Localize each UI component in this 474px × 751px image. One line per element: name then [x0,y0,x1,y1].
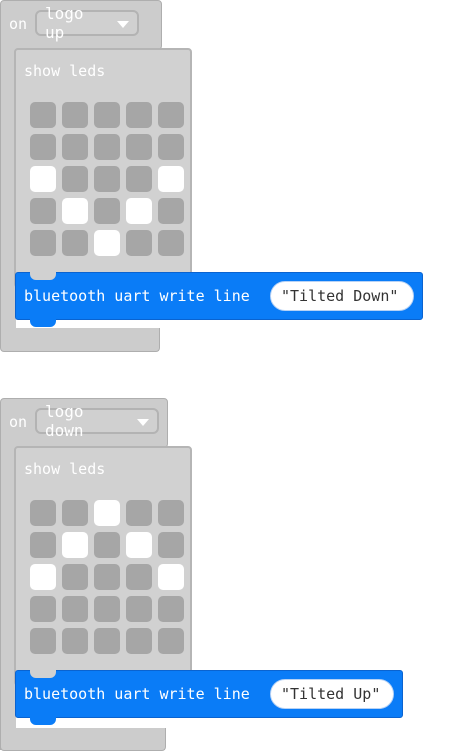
led-r1-c0[interactable] [30,134,56,160]
led-r0-c0[interactable] [30,500,56,526]
show-leds-block[interactable]: show leds [14,446,192,686]
led-r3-c3[interactable] [126,198,152,224]
led-r1-c3[interactable] [126,532,152,558]
led-r2-c4[interactable] [158,564,184,590]
led-r4-c2[interactable] [94,628,120,654]
led-r0-c4[interactable] [158,500,184,526]
led-grid [30,102,184,256]
led-r4-c1[interactable] [62,230,88,256]
event-block-footer [0,328,160,352]
led-r3-c3[interactable] [126,596,152,622]
block-tab [30,319,56,327]
gesture-dropdown[interactable]: logo up [35,4,139,42]
chevron-down-icon [137,418,149,426]
string-value: Tilted Up [290,685,372,703]
quote-close: " [389,287,399,305]
led-r3-c2[interactable] [94,596,120,622]
led-r0-c3[interactable] [126,500,152,526]
on-logo-down-event-block[interactable]: on logo down [0,398,168,448]
led-r1-c4[interactable] [158,532,184,558]
led-r2-c0[interactable] [30,564,56,590]
led-r1-c1[interactable] [62,532,88,558]
led-r0-c4[interactable] [158,102,184,128]
led-r2-c4[interactable] [158,166,184,192]
bluetooth-uart-write-line-block[interactable]: bluetooth uart write line " Tilted Down … [15,272,423,327]
event-block-spine [0,46,16,330]
led-r4-c4[interactable] [158,230,184,256]
bluetooth-uart-write-line-block[interactable]: bluetooth uart write line " Tilted Up " [15,670,403,725]
led-r2-c3[interactable] [126,564,152,590]
led-r4-c0[interactable] [30,628,56,654]
string-input[interactable]: " Tilted Down " [270,281,414,311]
show-leds-label: show leds [24,460,106,478]
led-r1-c2[interactable] [94,134,120,160]
dropdown-value: logo up [45,4,84,42]
led-r0-c3[interactable] [126,102,152,128]
led-r4-c4[interactable] [158,628,184,654]
led-r2-c3[interactable] [126,166,152,192]
on-label: on [9,15,28,33]
quote-open: " [281,685,291,703]
led-r0-c0[interactable] [30,102,56,128]
show-leds-label: show leds [24,62,106,80]
led-r4-c3[interactable] [126,230,152,256]
led-r2-c1[interactable] [62,166,88,192]
led-r1-c3[interactable] [126,134,152,160]
led-r1-c2[interactable] [94,532,120,558]
event-block-spine [0,444,16,750]
led-r2-c2[interactable] [94,564,120,590]
led-r0-c2[interactable] [94,500,120,526]
led-r1-c1[interactable] [62,134,88,160]
led-r0-c1[interactable] [62,102,88,128]
led-r0-c1[interactable] [62,500,88,526]
led-r3-c4[interactable] [158,198,184,224]
led-r0-c2[interactable] [94,102,120,128]
led-r4-c3[interactable] [126,628,152,654]
chevron-down-icon [117,20,129,28]
led-r3-c1[interactable] [62,198,88,224]
led-r3-c1[interactable] [62,596,88,622]
led-r2-c2[interactable] [94,166,120,192]
show-leds-block[interactable]: show leds [14,48,192,288]
event-block-footer [0,728,166,751]
bluetooth-label: bluetooth uart write line [24,287,250,305]
led-r3-c0[interactable] [30,596,56,622]
dropdown-value: logo down [45,402,84,440]
led-grid [30,500,184,654]
led-r3-c0[interactable] [30,198,56,224]
quote-open: " [281,287,291,305]
led-r4-c2[interactable] [94,230,120,256]
string-input[interactable]: " Tilted Up " [270,679,394,709]
on-logo-up-event-block[interactable]: on logo up [0,0,162,50]
gesture-dropdown[interactable]: logo down [35,402,159,440]
quote-close: " [371,685,381,703]
led-r1-c4[interactable] [158,134,184,160]
led-r3-c4[interactable] [158,596,184,622]
block-notch [30,272,56,280]
led-r1-c0[interactable] [30,532,56,558]
led-r4-c0[interactable] [30,230,56,256]
block-tab [30,717,56,725]
bluetooth-label: bluetooth uart write line [24,685,250,703]
string-value: Tilted Down [290,287,390,305]
led-r3-c2[interactable] [94,198,120,224]
led-r2-c0[interactable] [30,166,56,192]
led-r4-c1[interactable] [62,628,88,654]
on-label: on [9,413,28,431]
block-notch [30,670,56,678]
led-r2-c1[interactable] [62,564,88,590]
